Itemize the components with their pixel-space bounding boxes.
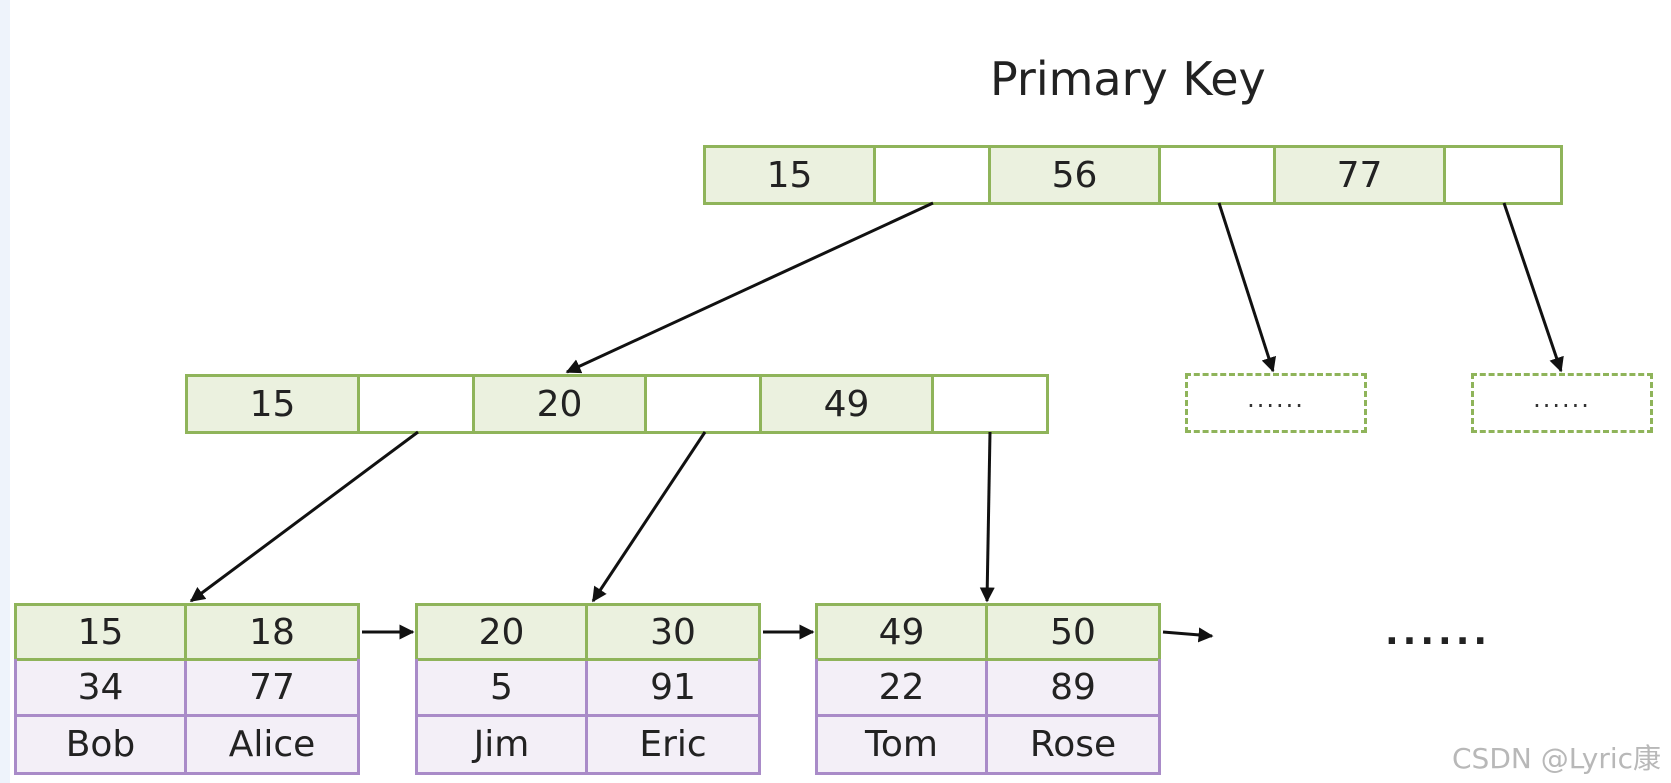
more-leaves-ellipsis: ...... xyxy=(1385,612,1492,653)
leaf-1-key-1: 15 xyxy=(17,606,187,662)
leaf-1-key-2: 18 xyxy=(187,606,357,662)
leaf-2-key-1: 20 xyxy=(418,606,588,662)
root-pointer-1 xyxy=(876,148,991,202)
placeholder-node-1: ...... xyxy=(1185,373,1367,433)
leaf-2-row2-col1: Jim xyxy=(418,716,588,772)
leaf-3-row2-col1: Tom xyxy=(818,716,988,772)
internal-key-2: 20 xyxy=(475,377,647,431)
arrow-internal-to-leaf-1 xyxy=(189,430,419,603)
arrow-internal-to-leaf-2 xyxy=(591,431,707,603)
arrow-root-to-placeholder-2 xyxy=(1502,202,1564,373)
leaf-2-key-2: 30 xyxy=(588,606,758,662)
leaf-3-row2-col2: Rose xyxy=(988,716,1158,772)
diagram-title: Primary Key xyxy=(990,52,1266,106)
arrow-leaf-3-to-next xyxy=(1162,627,1214,643)
arrow-root-to-internal xyxy=(565,201,934,374)
root-pointer-3 xyxy=(1446,148,1560,202)
left-edge-strip xyxy=(0,0,10,783)
root-node: 15 56 77 xyxy=(703,145,1563,205)
internal-key-1: 15 xyxy=(188,377,360,431)
leaf-node-1: 15 18 34 77 Bob Alice xyxy=(14,603,360,775)
leaf-2-row2-col2: Eric xyxy=(588,716,758,772)
watermark: CSDN @Lyric康 xyxy=(1452,742,1662,775)
internal-pointer-3 xyxy=(934,377,1046,431)
root-key-1: 15 xyxy=(706,148,876,202)
arrow-internal-to-leaf-3 xyxy=(979,431,995,603)
leaf-3-row1-col2: 89 xyxy=(988,661,1158,717)
leaf-1-row2-col2: Alice xyxy=(187,716,357,772)
root-key-2: 56 xyxy=(991,148,1161,202)
leaf-3-key-2: 50 xyxy=(988,606,1158,662)
root-pointer-2 xyxy=(1161,148,1276,202)
leaf-2-row1-col2: 91 xyxy=(588,661,758,717)
internal-pointer-2 xyxy=(647,377,762,431)
leaf-node-3: 49 50 22 89 Tom Rose xyxy=(815,603,1161,775)
internal-pointer-1 xyxy=(360,377,475,431)
leaf-3-row1-col1: 22 xyxy=(818,661,988,717)
leaf-1-row2-col1: Bob xyxy=(17,716,187,772)
leaf-2-row1-col1: 5 xyxy=(418,661,588,717)
internal-node: 15 20 49 xyxy=(185,374,1049,434)
internal-key-3: 49 xyxy=(762,377,934,431)
placeholder-node-2: ...... xyxy=(1471,373,1653,433)
leaf-1-row1-col2: 77 xyxy=(187,661,357,717)
leaf-1-row1-col1: 34 xyxy=(17,661,187,717)
leaf-3-key-1: 49 xyxy=(818,606,988,662)
root-key-3: 77 xyxy=(1276,148,1446,202)
arrow-root-to-placeholder-1 xyxy=(1217,202,1277,373)
